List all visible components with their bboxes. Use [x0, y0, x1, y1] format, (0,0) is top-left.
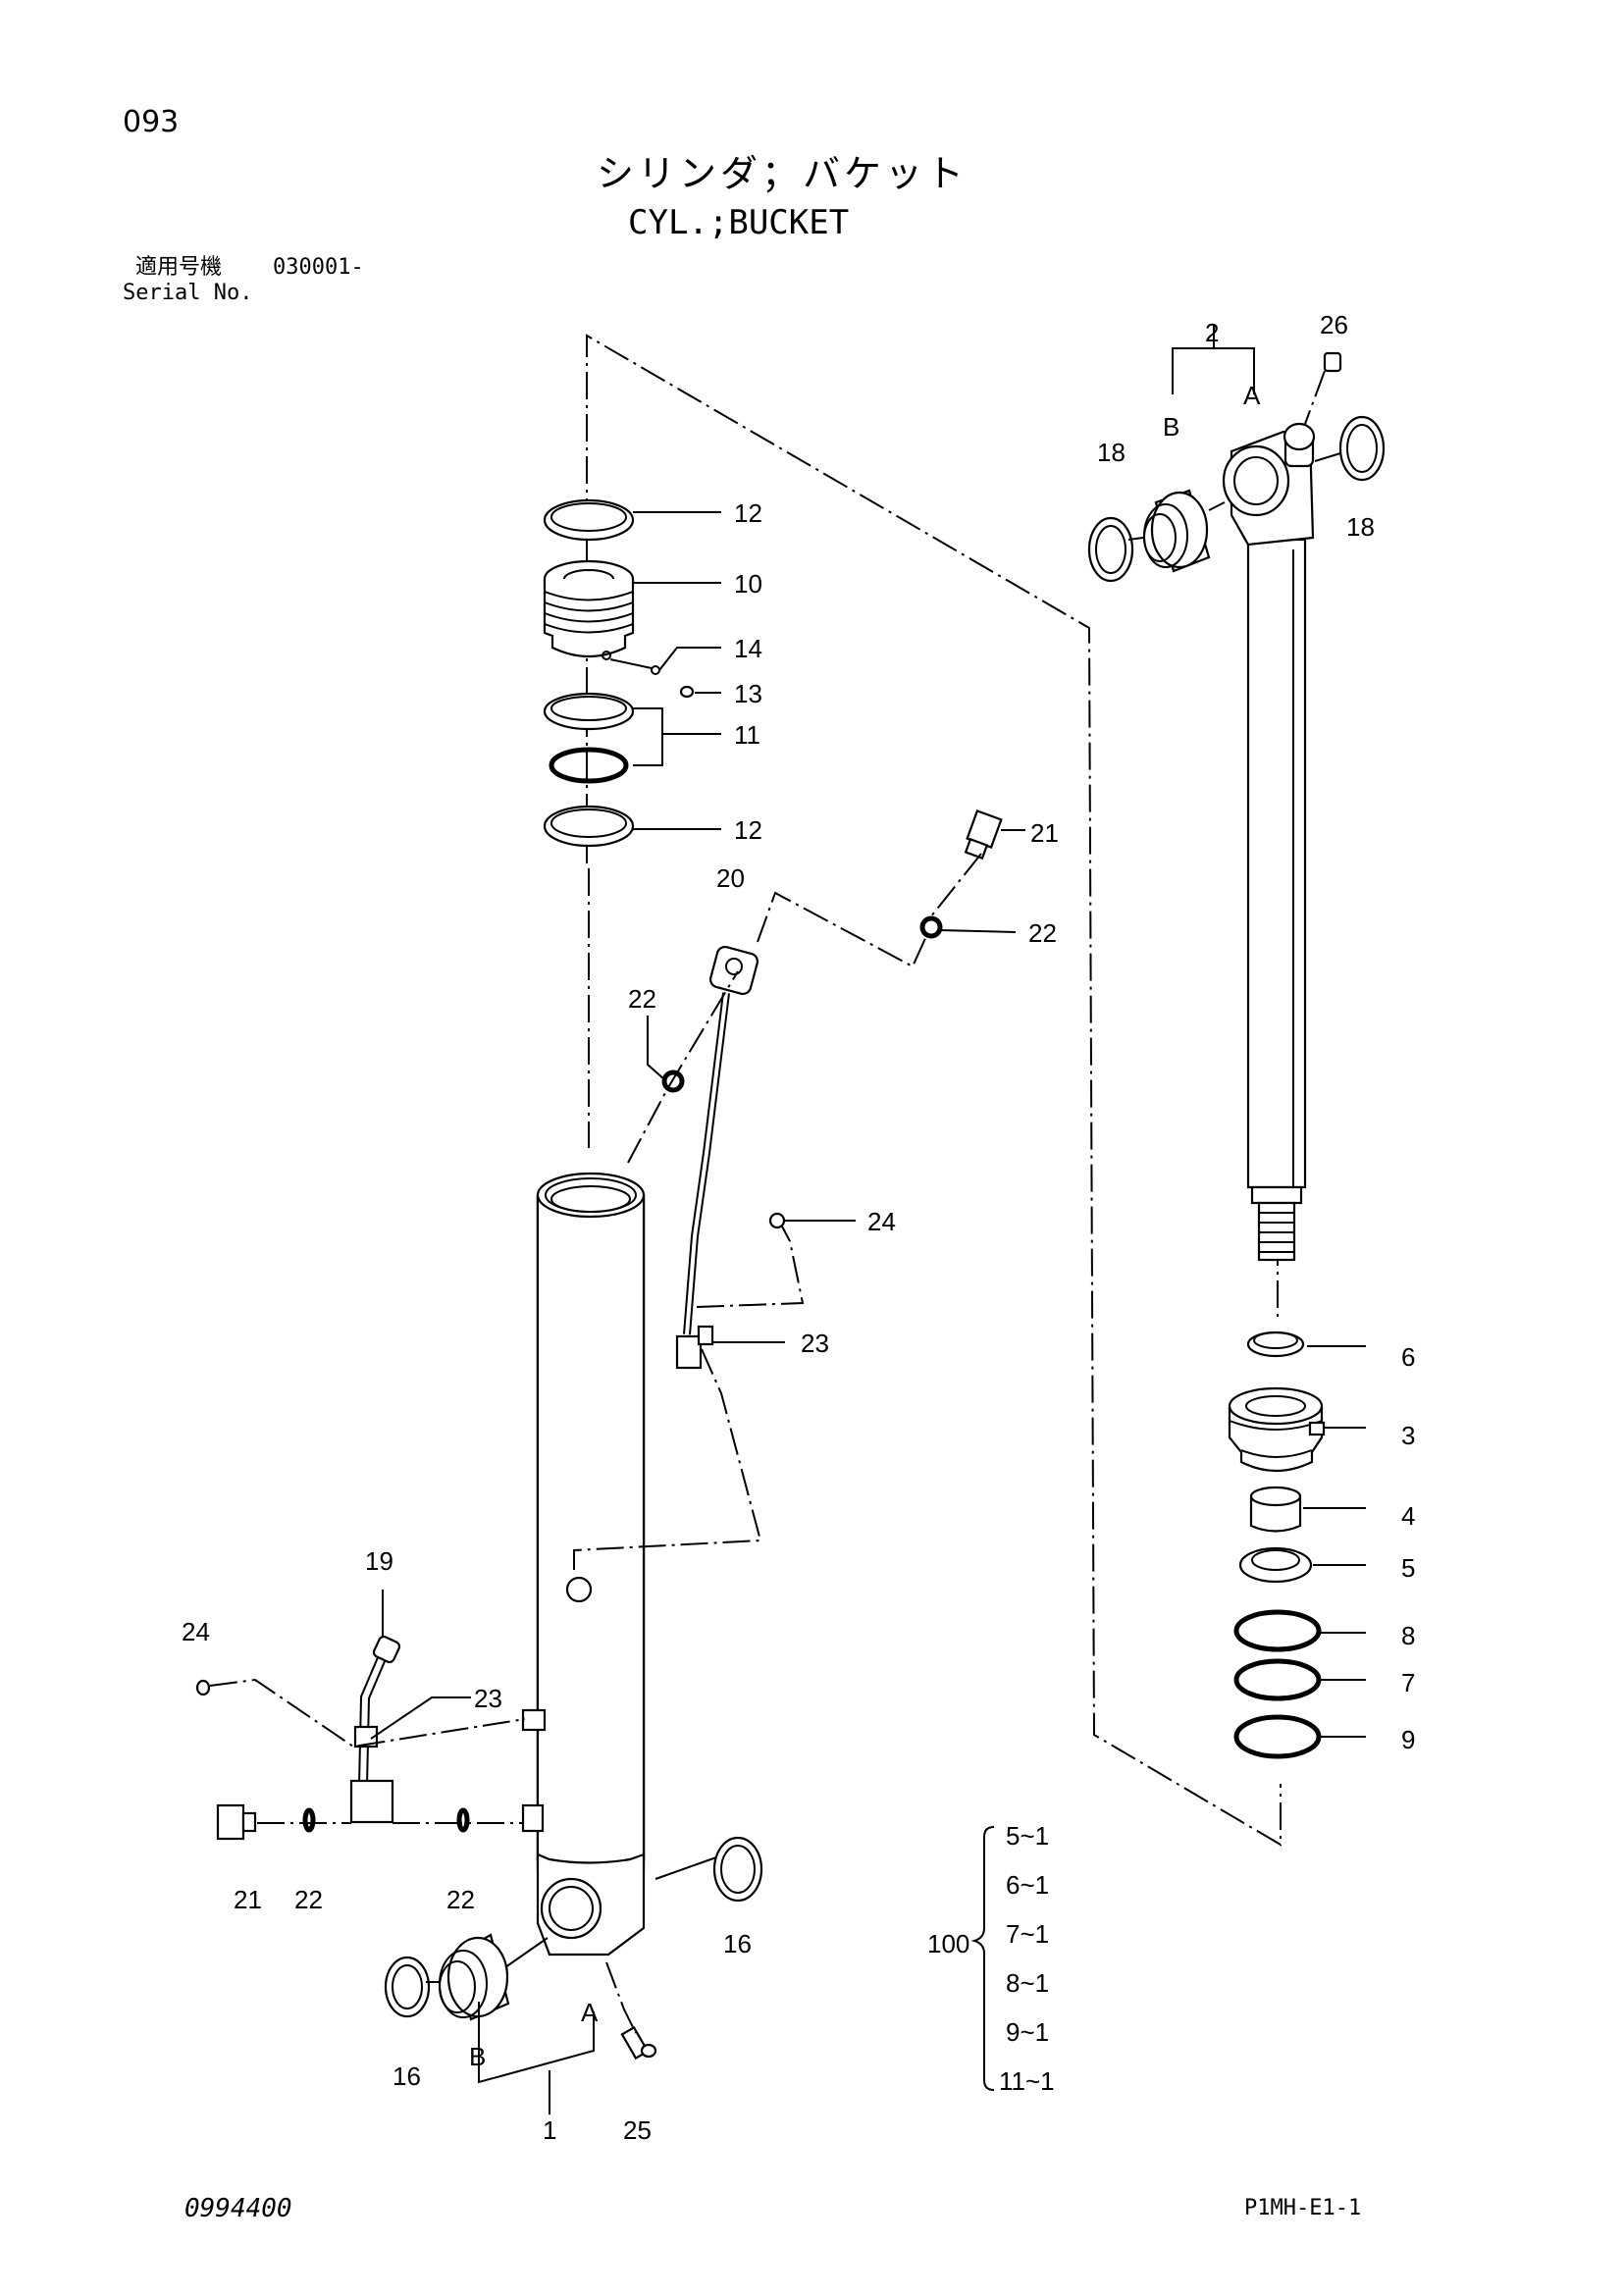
part-22-lower-oring-left [302, 1807, 316, 1833]
kit-item: 8~1 [1006, 1968, 1049, 1998]
title-english: CYL.;BUCKET [628, 203, 850, 242]
part-23-upper-pipe [675, 992, 730, 1370]
part-22-oring-upper-right [919, 915, 943, 939]
page-number: 093 [123, 105, 180, 139]
part-10-rod-cover [543, 559, 635, 660]
label-part-1: 1 [543, 2115, 556, 2145]
label-part-18-right: 18 [1346, 512, 1375, 542]
part-22-oring-upper-left [661, 1070, 685, 1093]
part-21-lower-plug [216, 1803, 257, 1841]
label-b-tube: B [469, 2042, 486, 2071]
kit-item: 6~1 [1006, 1870, 1049, 1900]
part-8-oring [1233, 1609, 1322, 1652]
part-18-bushing-right [1338, 415, 1386, 482]
label-part-3: 3 [1401, 1421, 1415, 1450]
label-part-13: 13 [734, 679, 762, 708]
part-16-bushing-right [712, 1836, 763, 1903]
part-12-top-ring [543, 498, 635, 542]
part-22-lower-oring-right [456, 1807, 470, 1833]
label-part-22-upper-right: 22 [1028, 918, 1057, 948]
kit-item: 7~1 [1006, 1919, 1049, 1949]
label-part-10: 10 [734, 569, 762, 599]
label-part-22-lower-left: 22 [294, 1885, 323, 1914]
part-24-lower-screw [195, 1679, 211, 1696]
kit-item: 5~1 [1006, 1821, 1049, 1851]
part-20-pipe-fitting [708, 945, 759, 996]
part-11-seal-set [543, 692, 635, 784]
kit-item: 11~1 [999, 2066, 1055, 2096]
serial-value: 030001- [273, 255, 364, 280]
label-a-tube: A [581, 1998, 599, 2027]
part-26-grease-fitting [1323, 351, 1342, 373]
label-a-rod: A [1243, 381, 1261, 410]
part-16-bushing-left [384, 1956, 431, 2018]
part-13-screw [679, 685, 695, 699]
part-b-pin-bushing-tube [439, 1933, 510, 2021]
part-4-ring [1249, 1486, 1302, 1533]
part-19-lower-pipe [349, 1635, 401, 1824]
label-part-11: 11 [734, 720, 760, 750]
part-7-seal [1233, 1658, 1322, 1701]
label-part-7: 7 [1401, 1668, 1415, 1697]
label-part-8: 8 [1401, 1621, 1415, 1650]
part-5-cushion-ring [1238, 1546, 1313, 1584]
label-part-19: 19 [365, 1546, 393, 1576]
label-part-24-lower: 24 [182, 1617, 210, 1646]
label-part-23-lower: 23 [474, 1684, 502, 1713]
label-part-12-top: 12 [734, 498, 762, 528]
part-18-bushing-left [1087, 516, 1134, 583]
label-part-14: 14 [734, 634, 762, 663]
title-japanese: シリンダ；バケット [597, 152, 969, 195]
part-12-lower-ring [543, 805, 635, 848]
kit-brace [970, 1826, 995, 2091]
label-part-4: 4 [1401, 1501, 1415, 1531]
part-2-piston-rod [1222, 422, 1316, 1262]
label-part-25: 25 [623, 2115, 652, 2145]
label-part-22-upper-left: 22 [628, 984, 656, 1014]
serial-label-english: Serial No. [123, 281, 253, 305]
label-part-18-left: 18 [1097, 438, 1126, 467]
label-part-24-upper: 24 [867, 1207, 896, 1236]
label-part-16-left: 16 [393, 2061, 421, 2091]
part-b-pin-bushing-rod [1143, 489, 1211, 573]
part-25-grease-fitting [620, 2025, 657, 2061]
label-part-22-lower-right: 22 [446, 1885, 475, 1914]
label-kit-number: 100 [927, 1929, 969, 1958]
part-24-upper-screw [768, 1212, 786, 1229]
label-part-12-lower: 12 [734, 815, 762, 845]
part-21-upper-plug [964, 809, 1003, 861]
label-part-16-right: 16 [723, 1929, 752, 1958]
label-part-5: 5 [1401, 1553, 1415, 1583]
part-1-cylinder-tube [521, 1172, 646, 1957]
label-b-rod: B [1163, 412, 1179, 442]
label-part-21-lower: 21 [234, 1885, 262, 1914]
part-3-piston [1228, 1386, 1326, 1472]
figure-code: P1MH-E1-1 [1244, 2196, 1362, 2220]
label-part-6: 6 [1401, 1342, 1415, 1372]
label-part-2: 2 [1205, 318, 1219, 347]
label-part-20: 20 [716, 863, 745, 893]
part-6-seal [1246, 1331, 1305, 1358]
label-part-26: 26 [1320, 310, 1348, 339]
part-9-wear-ring [1233, 1714, 1322, 1759]
serial-label-japanese: 適用号機 [135, 255, 223, 280]
document-number: 0994400 [184, 2194, 292, 2223]
kit-item: 9~1 [1006, 2017, 1049, 2047]
label-part-23-upper: 23 [801, 1329, 829, 1358]
label-part-21-upper: 21 [1030, 818, 1059, 848]
label-part-9: 9 [1401, 1725, 1415, 1754]
part-14-ball [651, 665, 660, 675]
